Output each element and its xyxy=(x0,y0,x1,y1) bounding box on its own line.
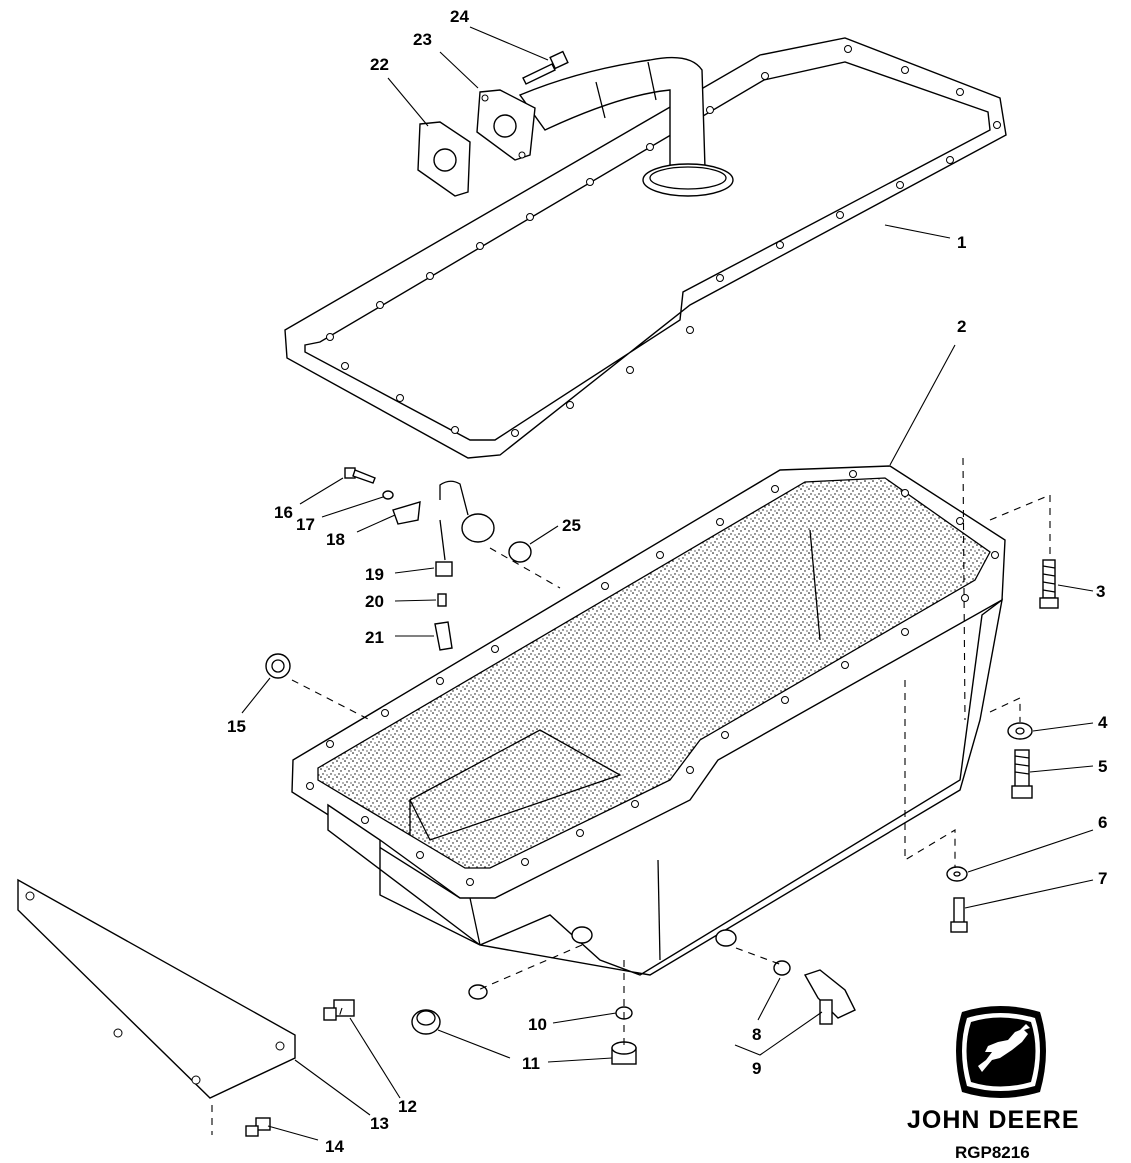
assembly-lines xyxy=(211,457,1051,1135)
callout-17: 17 xyxy=(296,515,315,534)
shield-plate-13 xyxy=(17,878,296,1099)
callout-labels: 1 2 3 4 5 6 7 8 9 10 11 12 13 14 15 16 1… xyxy=(227,7,1108,1156)
cap-screw-5 xyxy=(1011,749,1033,799)
oil-pan xyxy=(291,465,1006,976)
callout-9: 9 xyxy=(752,1059,761,1078)
gasket-bolt-holes xyxy=(326,45,1001,437)
callout-2: 2 xyxy=(957,317,966,336)
callout-5: 5 xyxy=(1098,757,1107,776)
fitting-20 xyxy=(437,593,447,607)
callout-1: 1 xyxy=(957,233,966,252)
washer-17 xyxy=(382,490,394,500)
washer-6 xyxy=(946,866,968,882)
callout-8: 8 xyxy=(752,1025,761,1044)
callout-22: 22 xyxy=(370,55,389,74)
callout-4: 4 xyxy=(1098,713,1108,732)
pickup-tube-gasket xyxy=(417,121,471,197)
drawing-reference-code: RGP8216 xyxy=(955,1143,1030,1162)
callout-18: 18 xyxy=(326,530,345,549)
callout-6: 6 xyxy=(1098,813,1107,832)
john-deere-logo xyxy=(956,1006,1046,1098)
washer-4 xyxy=(1007,722,1033,740)
callout-11: 11 xyxy=(522,1054,540,1073)
plug-15 xyxy=(265,653,291,679)
callout-19: 19 xyxy=(365,565,384,584)
leader-lines xyxy=(241,26,1094,1141)
callout-14: 14 xyxy=(325,1137,344,1156)
brand-wordmark: JOHN DEERE xyxy=(907,1106,1080,1134)
callout-3: 3 xyxy=(1096,582,1105,601)
oil-pickup-tube xyxy=(476,56,734,197)
callout-23: 23 xyxy=(413,30,432,49)
callout-10: 10 xyxy=(528,1015,547,1034)
oil-level-sensor-19 xyxy=(435,480,495,577)
leaping-deer-icon xyxy=(978,1024,1030,1072)
cap-screw-16 xyxy=(344,467,376,484)
callout-24: 24 xyxy=(450,7,469,26)
drain-valve-9 xyxy=(803,969,856,1025)
pickup-tube-cap-screw xyxy=(522,50,569,85)
connector-21 xyxy=(434,621,453,651)
callout-16: 16 xyxy=(274,503,293,522)
callout-12: 12 xyxy=(398,1097,417,1116)
callout-13: 13 xyxy=(370,1114,389,1133)
callout-15: 15 xyxy=(227,717,246,736)
oil-pan-gasket xyxy=(284,37,1007,459)
o-ring-8 xyxy=(773,960,791,976)
callout-21: 21 xyxy=(365,628,384,647)
cap-screw-7 xyxy=(950,897,968,933)
pan-bolt-holes xyxy=(306,470,999,886)
drain-plug-11 xyxy=(411,1009,637,1065)
callout-20: 20 xyxy=(365,592,384,611)
o-ring-25 xyxy=(508,541,532,563)
clip-18 xyxy=(392,501,421,525)
cap-screw-3 xyxy=(1039,559,1059,609)
plug-12 xyxy=(323,999,355,1021)
callout-25: 25 xyxy=(562,516,581,535)
callout-7: 7 xyxy=(1098,869,1107,888)
cap-screw-14 xyxy=(245,1117,271,1137)
